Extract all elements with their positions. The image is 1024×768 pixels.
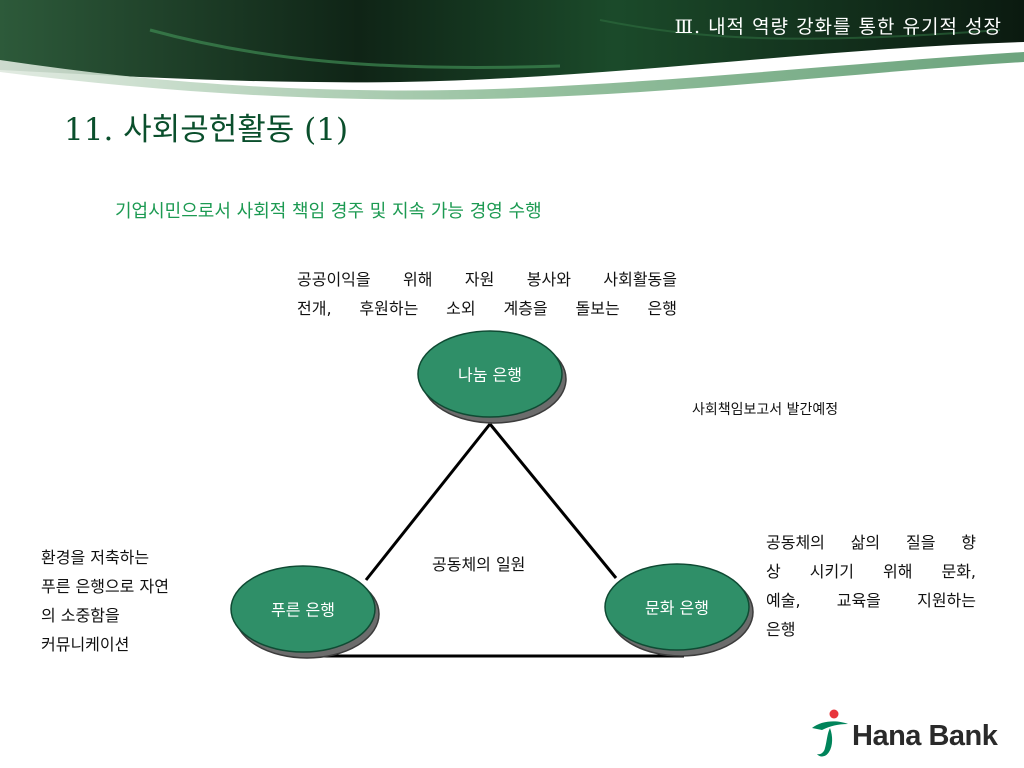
page-title: 11. 사회공헌활동 (1) [64, 112, 349, 148]
connector-top-left [364, 423, 492, 581]
node-right-description-line: 은행 [766, 620, 796, 639]
report-note: 사회책임보고서 발간예정 [692, 402, 839, 418]
hana-bank-logo-icon [812, 709, 848, 757]
node-left-description-line: 푸른 은행으로 자연 [41, 577, 169, 596]
node-right-description-line: 예술, 교육을 지원하는 [766, 591, 976, 610]
node-right: 문화 은행 [604, 563, 754, 657]
node-right-label: 문화 은행 [645, 599, 709, 618]
node-left-description-line: 의 소중함을 [41, 606, 120, 625]
connector-top-right [488, 423, 618, 579]
hana-bank-logo: Hana Bank [808, 708, 1013, 760]
node-right-description: 공동체의 삶의 질을 향 상 시키기 위해 문화, 예술, 교육을 지원하는 은… [766, 528, 976, 644]
node-left-description: 환경을 저축하는 푸른 은행으로 자연 의 소중함을 커뮤니케이션 [41, 543, 221, 659]
node-top: 나눔 은행 [417, 330, 567, 424]
diagram-center-label: 공동체의 일원 [432, 555, 526, 574]
node-top-description-line: 공공이익을 위해 자원 봉사와 사회활동을 [297, 270, 677, 289]
section-label: Ⅲ. 내적 역량 강화를 통한 유기적 성장 [674, 16, 1002, 38]
node-top-label: 나눔 은행 [458, 366, 522, 385]
node-right-description-line: 공동체의 삶의 질을 향 [766, 533, 976, 552]
node-left: 푸른 은행 [230, 565, 380, 659]
node-left-description-line: 환경을 저축하는 [41, 548, 150, 567]
node-right-description-line: 상 시키기 위해 문화, [766, 562, 976, 581]
node-top-description: 공공이익을 위해 자원 봉사와 사회활동을 전개, 후원하는 소외 계층을 돌보… [297, 265, 677, 323]
node-top-description-line: 전개, 후원하는 소외 계층을 돌보는 은행 [297, 299, 677, 318]
node-left-label: 푸른 은행 [271, 601, 335, 620]
page-subtitle: 기업시민으로서 사회적 책임 경주 및 지속 가능 경영 수행 [115, 201, 542, 222]
logo-text: Hana Bank [852, 720, 998, 752]
header-banner [0, 0, 1024, 100]
node-left-description-line: 커뮤니케이션 [41, 635, 130, 654]
